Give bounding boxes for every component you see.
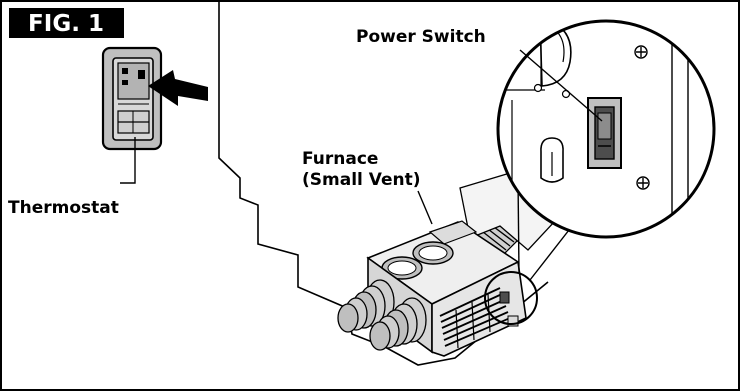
power-switch-callout: Power Switch [356,27,486,47]
figure-label-box [9,8,124,38]
furnace-switch-detail [507,315,519,327]
top-vent [428,220,478,245]
round-port-inner [387,260,417,276]
thermostat-callout: Thermostat [8,198,119,218]
front-louvers [439,287,511,347]
furnace-callout-line1: Furnace [302,149,378,169]
side-duct [369,297,427,351]
furnace-callout-line2: (Small Vent) [302,170,421,190]
figure-label: FIG. 1 [9,8,124,38]
zoom-detail [498,21,714,237]
zoom-circle [496,19,716,239]
furnace-leader [417,190,433,225]
figure-label-text: FIG. 1 [28,11,104,37]
screw-icon [636,176,650,190]
furnace-front-face [431,260,527,357]
power-switch-leader [519,49,603,122]
power-switch [587,97,622,169]
panel-dot [533,83,543,93]
furnace-switch-detail [499,291,510,304]
thermostat-indicator-icon [122,80,128,85]
detail-circle [484,271,538,325]
thermostat-indicator-icon [138,70,145,79]
thermostat-leader [120,137,136,184]
thermostat [101,46,163,151]
thermostat-indicator-icon [122,68,128,74]
round-port-inner [418,245,448,261]
cabinet-outline [218,2,549,366]
screw-icon [634,45,648,59]
arrow-icon [148,70,208,106]
side-duct [337,279,395,333]
